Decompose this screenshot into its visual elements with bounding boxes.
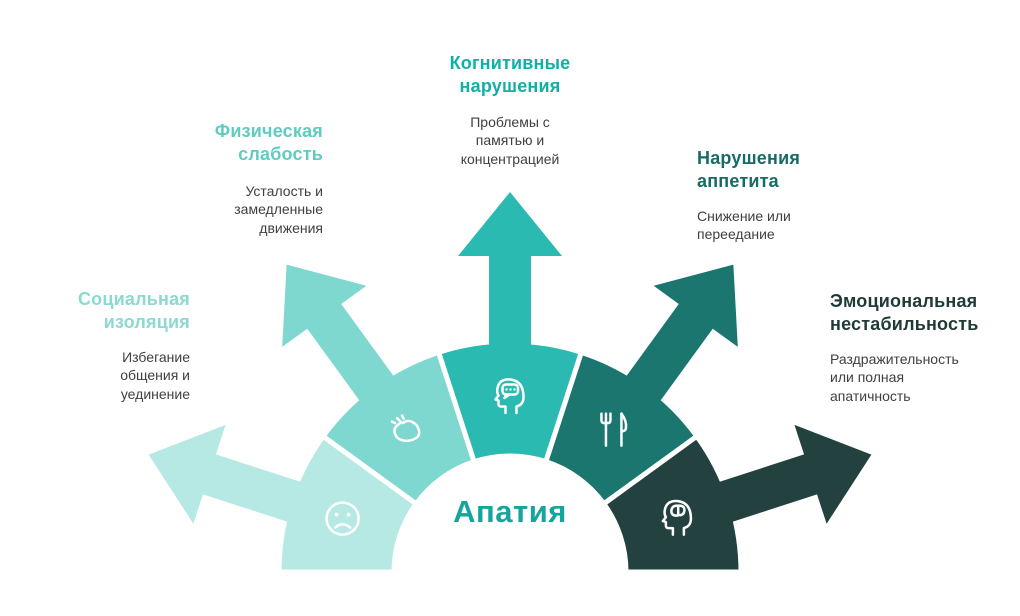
diagram-title: Апатия [453, 494, 567, 529]
fan-segment-emotional-instability [601, 433, 744, 575]
heading-physical-weakness: Физическая слабость [214, 121, 323, 165]
fan-arrows [148, 192, 872, 529]
description-appetite-disorders: Снижение или переедание [697, 208, 791, 243]
arrow-appetite-disorders [613, 264, 738, 419]
heading-appetite-disorders: Нарушения аппетита [697, 148, 801, 192]
head-speech-icon [494, 378, 525, 415]
arrow-cognitive-impairment [458, 192, 562, 367]
arrow-physical-weakness [282, 264, 407, 419]
description-social-isolation: Избегание общения и уединение [120, 349, 190, 402]
segment-icons [325, 378, 693, 536]
fan-segments [276, 338, 744, 575]
description-physical-weakness: Усталость и замедленные движения [234, 183, 323, 236]
weak-muscle-icon [390, 414, 421, 443]
arrow-social-isolation [148, 424, 322, 529]
heading-cognitive-impairment: Когнитивные нарушения [449, 53, 571, 97]
fork-knife-icon [600, 412, 628, 447]
sad-face-icon [325, 501, 360, 536]
arrow-emotional-instability [698, 424, 872, 529]
head-brain-icon [661, 499, 693, 536]
description-cognitive-impairment: Проблемы с памятью и концентрацией [460, 114, 560, 167]
heading-social-isolation: Социальная изоляция [77, 289, 190, 333]
heading-emotional-instability: Эмоциональная нестабильность [830, 291, 979, 335]
description-emotional-instability: Раздражительность или полная апатичность [830, 351, 959, 404]
